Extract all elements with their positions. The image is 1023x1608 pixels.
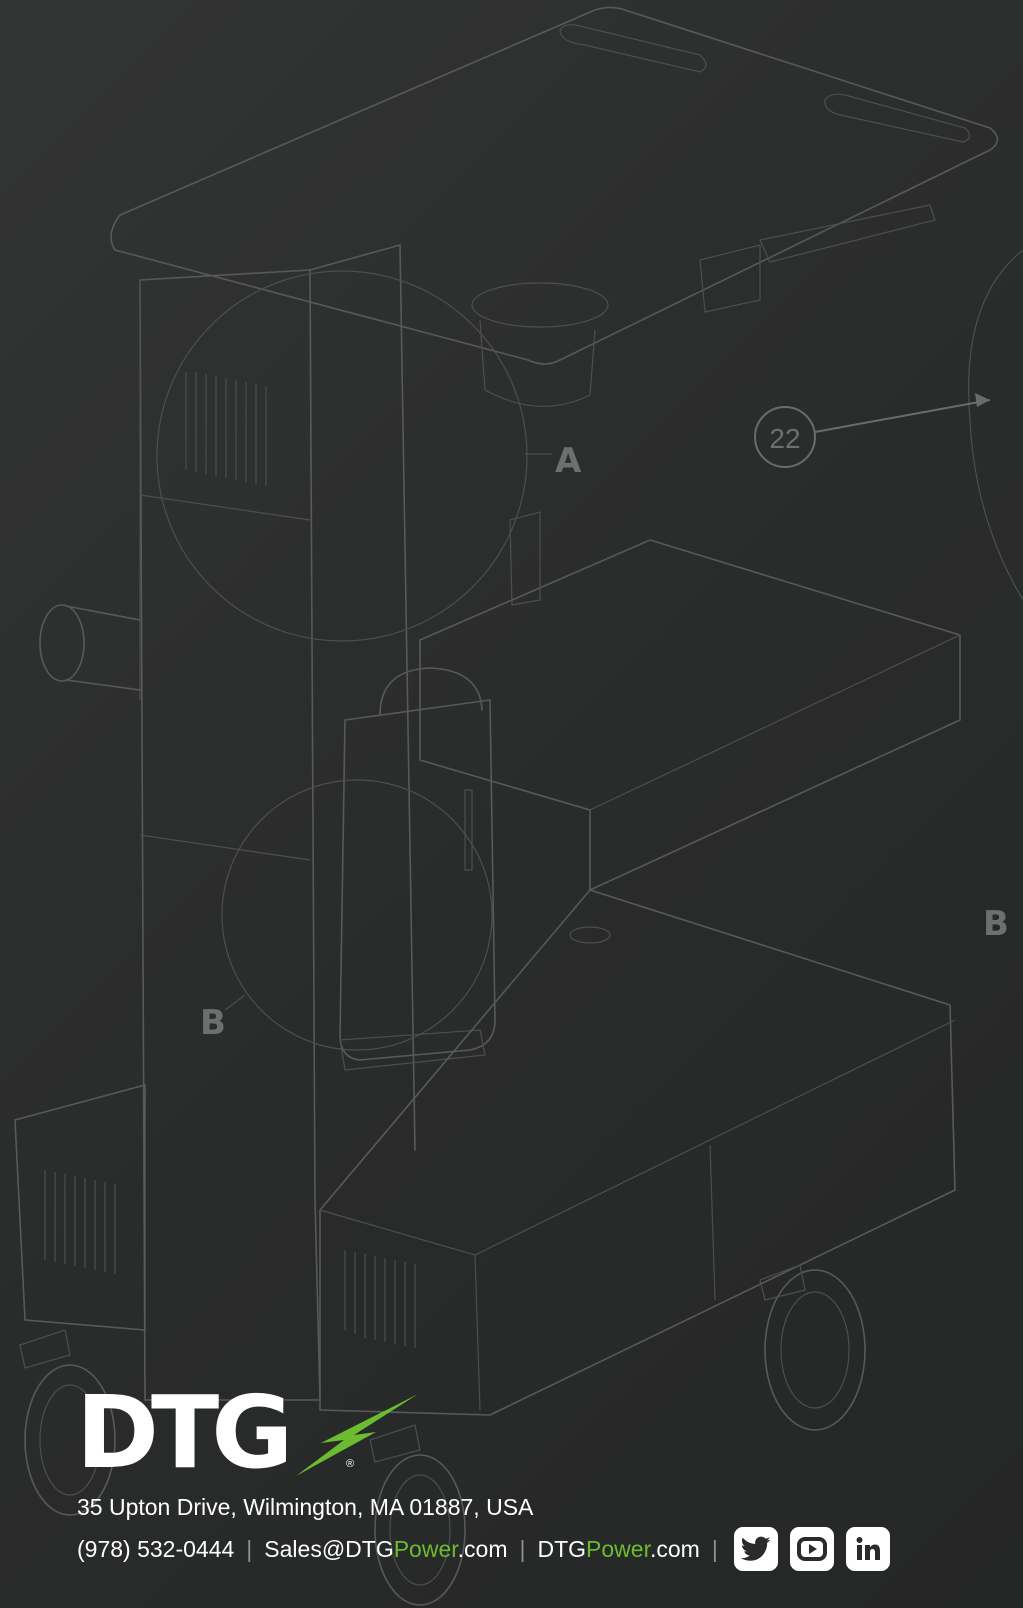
main-column [139, 269, 321, 1401]
meter-case [339, 699, 496, 1061]
detail-circle-a [156, 270, 528, 642]
twitter-button[interactable] [733, 1527, 778, 1571]
callout-22: 22 [769, 423, 800, 454]
separator: | [246, 1535, 253, 1562]
detail-label-a: A [555, 441, 582, 481]
separator: | [711, 1535, 718, 1562]
registered-mark: ® [346, 1458, 355, 1470]
detail-circle-b [221, 779, 493, 1051]
contact-row: (978) 532-0444 | Sales@DTGPower.com | DT… [77, 1527, 902, 1571]
lightning-bolt-icon [296, 1394, 418, 1476]
linkedin-icon [856, 1537, 880, 1560]
website-highlight: Power [586, 1535, 650, 1562]
phone-number[interactable]: (978) 532-0444 [77, 1535, 235, 1562]
youtube-icon [796, 1537, 827, 1561]
wheel-front [374, 1454, 466, 1606]
website-link[interactable]: DTGPower.com [537, 1536, 699, 1563]
email-suffix: .com [457, 1535, 508, 1562]
top-tray [110, 6, 999, 365]
dtg-logo: DTG ® [76, 1374, 418, 1491]
wheel-right [764, 1269, 866, 1431]
social-links [733, 1527, 902, 1571]
wheel-left [24, 1364, 116, 1516]
email-prefix: Sales@DTG [264, 1535, 394, 1562]
detail-label-b: B [200, 1003, 226, 1043]
base-vent [344, 1250, 416, 1348]
website-suffix: .com [649, 1535, 700, 1562]
cart-base [319, 889, 956, 1416]
email-highlight: Power [393, 1535, 458, 1562]
website-prefix: DTG [537, 1535, 587, 1562]
email-link[interactable]: Sales@DTGPower.com [264, 1536, 507, 1563]
column-vent [185, 372, 267, 486]
separator: | [519, 1535, 526, 1562]
detail-circle-edge [968, 249, 1023, 601]
linkedin-button[interactable] [845, 1527, 890, 1571]
middle-tray [419, 539, 961, 891]
detail-label-b-right: B [983, 904, 1009, 944]
twitter-icon [740, 1536, 771, 1561]
logo-text: DTG [76, 1374, 293, 1491]
company-address: 35 Upton Drive, Wilmington, MA 01887, US… [77, 1494, 534, 1520]
callout-22-circle [754, 406, 816, 468]
youtube-button[interactable] [789, 1527, 834, 1571]
